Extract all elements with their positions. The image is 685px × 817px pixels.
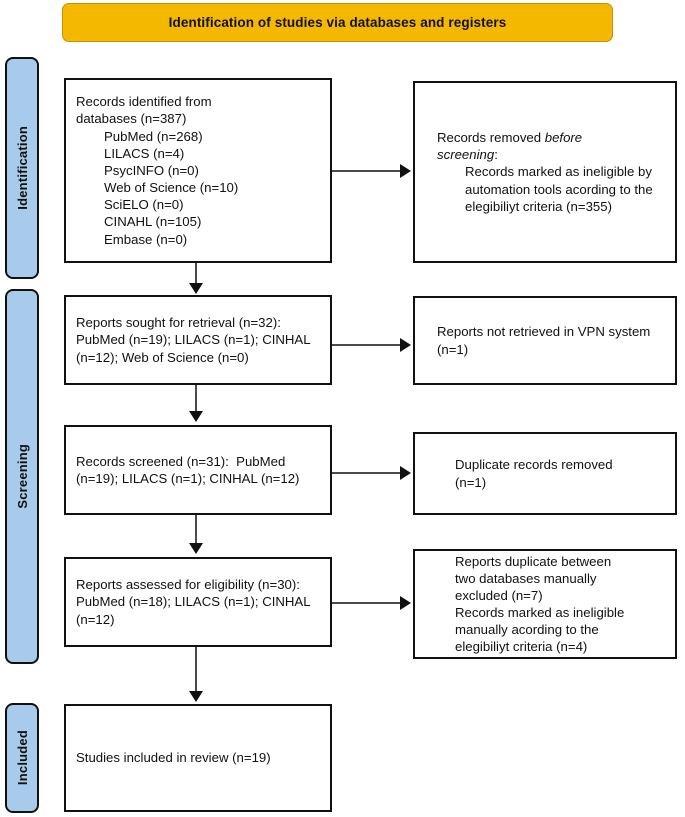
records-identified-source-embase: Embase (n=0) — [104, 231, 188, 247]
box-records-identified: Records identified from databases (n=387… — [64, 78, 332, 263]
records-identified-line2: databases (n=387) — [76, 111, 187, 127]
records-removed-heading-plain: Records removed — [437, 130, 545, 146]
stage-pill-identification: Identification — [5, 57, 39, 279]
records-removed-heading-italic-screening: screening — [437, 147, 495, 163]
box-reports-excluded: Reports duplicate between two databases … — [413, 549, 677, 659]
reports-sought-text: Reports sought for retrieval (n=32): Pub… — [76, 315, 314, 365]
connector-line-identified-to-sought — [195, 263, 197, 287]
stage-label-screening: Screening — [14, 444, 30, 509]
box-duplicate-records-removed: Duplicate records removed (n=1) — [413, 432, 677, 515]
stage-pill-included: Included — [5, 703, 39, 813]
diagram-header-banner: Identification of studies via databases … — [62, 3, 613, 42]
records-removed-detail: Records marked as ineligible by automati… — [465, 164, 657, 214]
connector-line-screened-to-duplicates — [332, 472, 402, 474]
connector-line-identified-to-removed — [332, 170, 402, 172]
records-removed-heading-line2: screening: — [437, 146, 653, 163]
connector-line-screened-to-assessed — [195, 515, 197, 545]
records-removed-heading: Records removed before — [437, 129, 653, 146]
duplicate-records-removed-text: Duplicate records removed (n=1) — [455, 457, 617, 490]
connector-line-sought-to-not-retrieved — [332, 344, 402, 346]
records-screened-text: Records screened (n=31): PubMed (n=19); … — [76, 453, 300, 486]
stage-label-identification: Identification — [14, 126, 30, 210]
connector-arrow-sought-to-screened — [189, 411, 203, 422]
records-removed-heading-colon: : — [494, 147, 498, 163]
records-identified-line1: Records identified from — [76, 94, 212, 110]
box-records-screened: Records screened (n=31): PubMed (n=19); … — [64, 425, 332, 515]
reports-not-retrieved-text: Reports not retrieved in VPN system (n=1… — [437, 324, 654, 357]
records-identified-source-psycinfo: PsycINFO (n=0) — [104, 162, 199, 178]
connector-arrow-identified-to-sought — [189, 283, 203, 294]
connector-arrow-screened-to-assessed — [189, 543, 203, 554]
connector-line-assessed-to-included — [195, 647, 197, 697]
studies-included-text: Studies included in review (n=19) — [76, 750, 271, 766]
box-reports-assessed-for-eligibility: Reports assessed for eligibility (n=30):… — [64, 557, 332, 647]
diagram-title: Identification of studies via databases … — [168, 15, 507, 30]
stage-label-included: Included — [14, 730, 30, 786]
reports-assessed-text: Reports assessed for eligibility (n=30):… — [76, 577, 314, 627]
connector-line-assessed-to-excluded — [332, 602, 402, 604]
connector-line-sought-to-screened — [195, 385, 197, 413]
connector-arrow-sought-to-not-retrieved — [400, 338, 411, 352]
connector-arrow-screened-to-duplicates — [400, 466, 411, 480]
records-identified-source-cinahl: CINAHL (n=105) — [104, 214, 202, 230]
records-identified-source-pubmed: PubMed (n=268) — [104, 128, 203, 144]
records-removed-heading-italic-before: before — [544, 130, 583, 146]
connector-arrow-assessed-to-included — [189, 691, 203, 702]
records-identified-source-lilacs: LILACS (n=4) — [104, 145, 185, 161]
records-identified-source-web-of-science: Web of Science (n=10) — [104, 180, 239, 196]
reports-excluded-text: Reports duplicate between two databases … — [455, 553, 625, 655]
stage-pill-screening: Screening — [5, 289, 39, 664]
connector-arrow-assessed-to-excluded — [400, 596, 411, 610]
box-studies-included-in-review: Studies included in review (n=19) — [64, 704, 332, 812]
box-reports-not-retrieved: Reports not retrieved in VPN system (n=1… — [413, 296, 677, 385]
connector-arrow-identified-to-removed — [400, 164, 411, 178]
records-identified-source-scielo: SciELO (n=0) — [104, 197, 184, 213]
box-reports-sought-for-retrieval: Reports sought for retrieval (n=32): Pub… — [64, 295, 332, 385]
box-records-removed-before-screening: Records removed before screening: Record… — [413, 81, 677, 263]
